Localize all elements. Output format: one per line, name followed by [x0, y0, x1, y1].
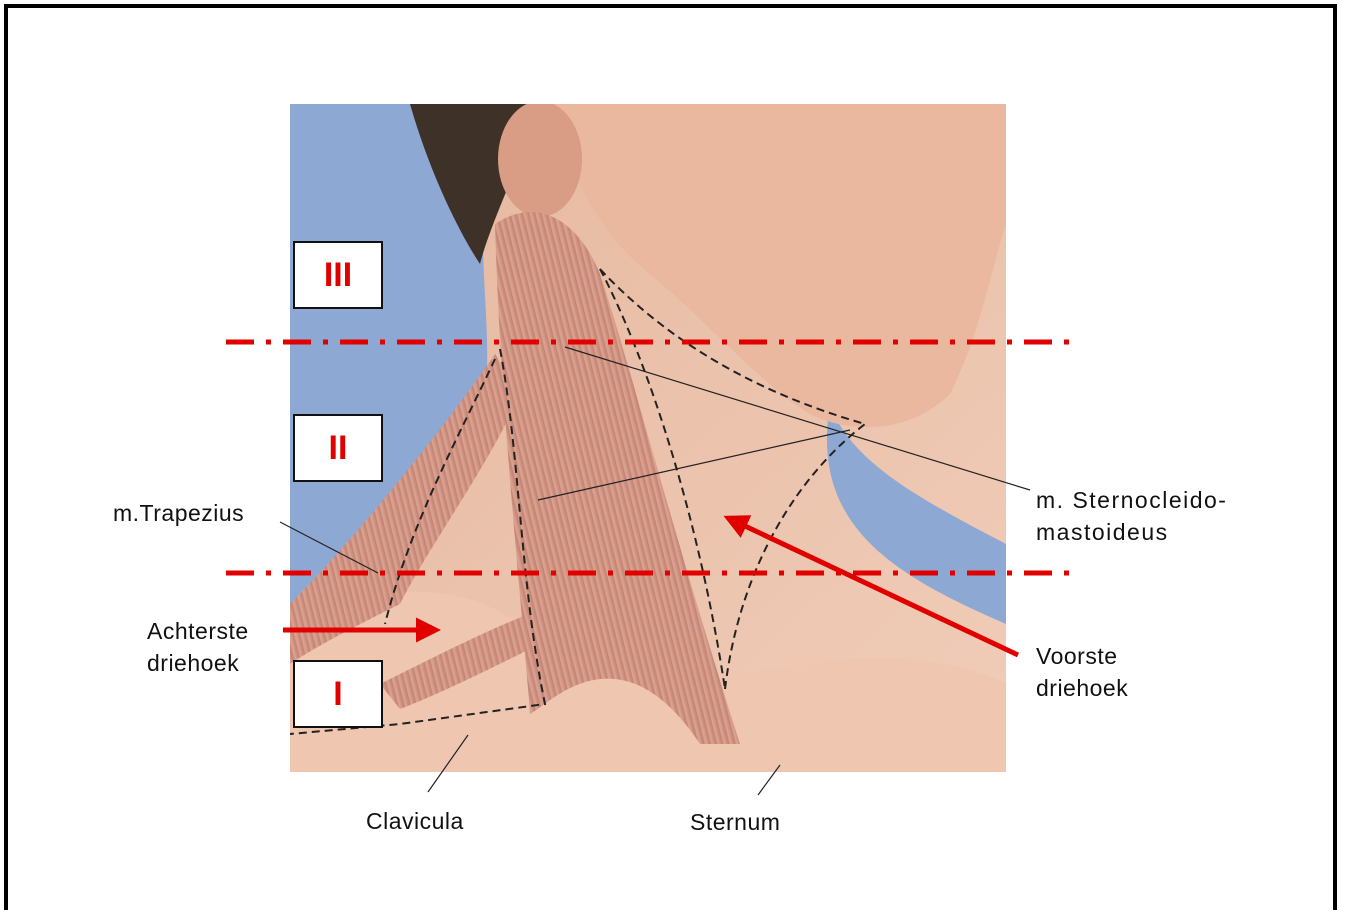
- posterior-triangle-label: Achterste driehoek: [147, 615, 249, 679]
- scm-label: m. Sternocleido- mastoideus: [1036, 484, 1227, 548]
- trapezius-leader: [280, 522, 378, 573]
- level-box-II: II: [293, 414, 383, 482]
- trapezius-label: m.Trapezius: [113, 497, 244, 529]
- level-box-I: I: [293, 660, 383, 728]
- sternum-leader: [758, 765, 780, 795]
- scm-line1: m. Sternocleido-: [1036, 484, 1227, 516]
- scm-leader-2: [538, 430, 850, 500]
- scm-leader-1: [565, 347, 1030, 490]
- posterior-triangle-line1: Achterste: [147, 615, 249, 647]
- clavicle-leader: [428, 735, 468, 792]
- level-label-II: II: [329, 429, 348, 468]
- level-box-III: III: [293, 241, 383, 309]
- level-label-III: III: [324, 256, 352, 295]
- anterior-triangle-arrow: [728, 518, 1018, 655]
- posterior-triangle-line2: driehoek: [147, 647, 249, 679]
- scm-line2: mastoideus: [1036, 516, 1227, 548]
- anterior-triangle-label: Voorste driehoek: [1036, 640, 1128, 704]
- anterior-triangle-line1: Voorste: [1036, 640, 1128, 672]
- level-label-I: I: [333, 675, 342, 714]
- sternum-label: Sternum: [690, 806, 780, 838]
- clavicle-label: Clavicula: [366, 805, 464, 837]
- anterior-triangle-line2: driehoek: [1036, 672, 1128, 704]
